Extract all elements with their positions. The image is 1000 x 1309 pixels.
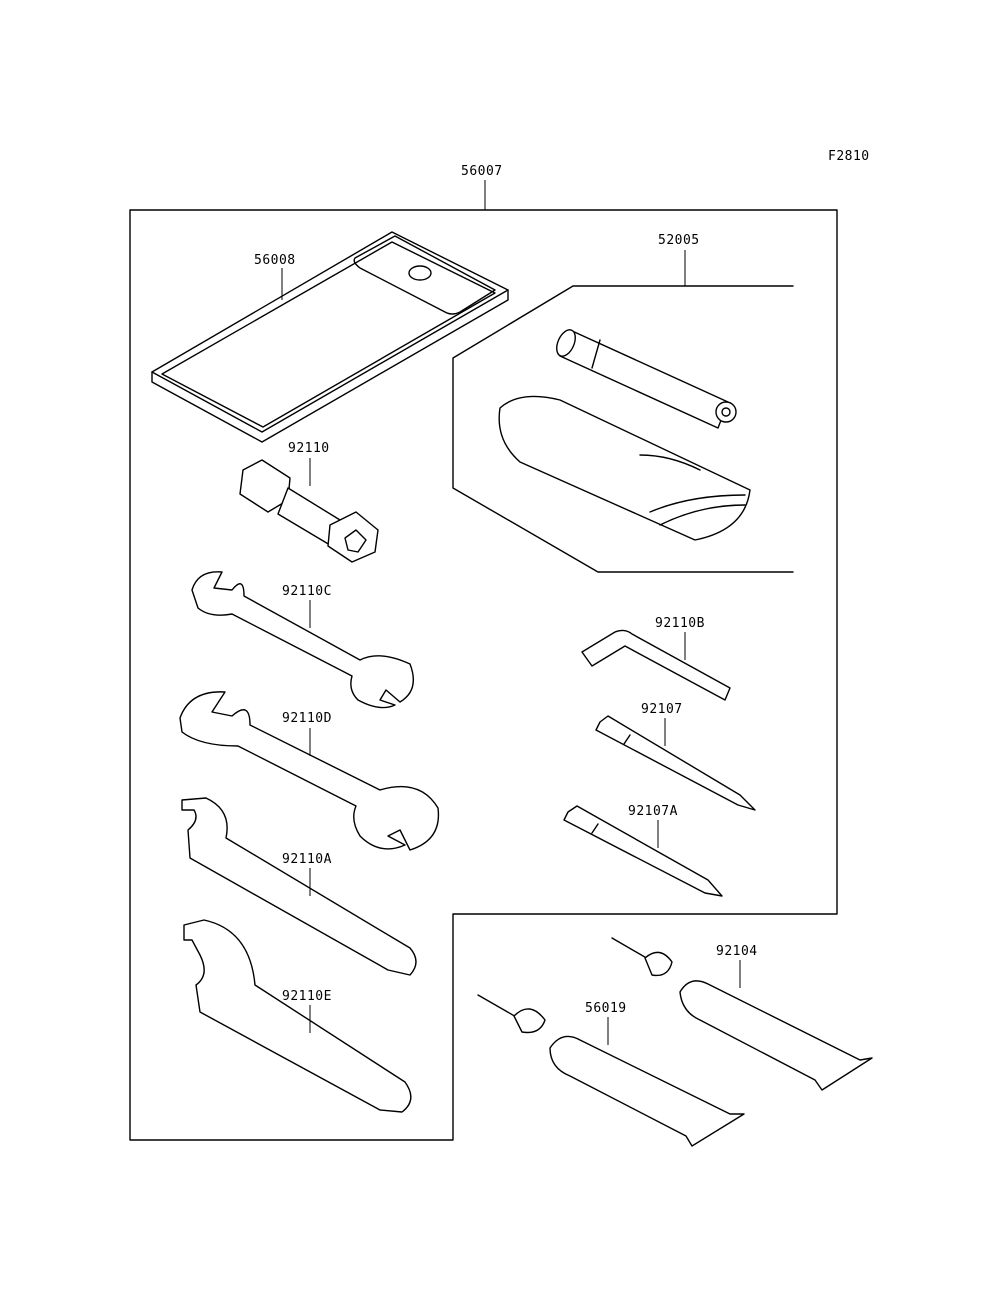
pump-frame xyxy=(452,285,794,573)
hex-key xyxy=(581,629,731,701)
label-wrench-c: 92110C xyxy=(282,584,332,599)
label-hex-key: 92110B xyxy=(655,616,705,631)
grease-tube-92104 xyxy=(611,937,873,1091)
wrench-c xyxy=(191,571,414,709)
wrench-a xyxy=(181,797,417,976)
label-case: 56008 xyxy=(254,253,296,268)
wrench-e xyxy=(183,919,412,1113)
label-grease-92104: 92104 xyxy=(716,944,758,959)
label-pump: 52005 xyxy=(658,233,700,248)
tool-kit-frame xyxy=(129,209,838,1141)
label-tool-kit: 56007 xyxy=(461,164,503,179)
screwdriver xyxy=(595,715,756,811)
figure-code: F2810 xyxy=(828,149,870,164)
label-plug-wrench: 92110 xyxy=(288,441,330,456)
pump-cylinder xyxy=(556,329,737,429)
label-screwdriver: 92107 xyxy=(641,702,683,717)
label-wrench-d: 92110D xyxy=(282,711,332,726)
plug-wrench xyxy=(239,459,379,563)
label-wrench-e: 92110E xyxy=(282,989,332,1004)
screwdriver-a xyxy=(563,805,723,897)
label-grease-56019: 56019 xyxy=(585,1001,627,1016)
grease-tube-56019 xyxy=(477,994,745,1147)
wrench-d xyxy=(179,691,440,851)
label-screwdriver-a: 92107A xyxy=(628,804,678,819)
tool-case xyxy=(151,231,509,443)
pump-bag xyxy=(498,395,751,541)
label-wrench-a: 92110A xyxy=(282,852,332,867)
